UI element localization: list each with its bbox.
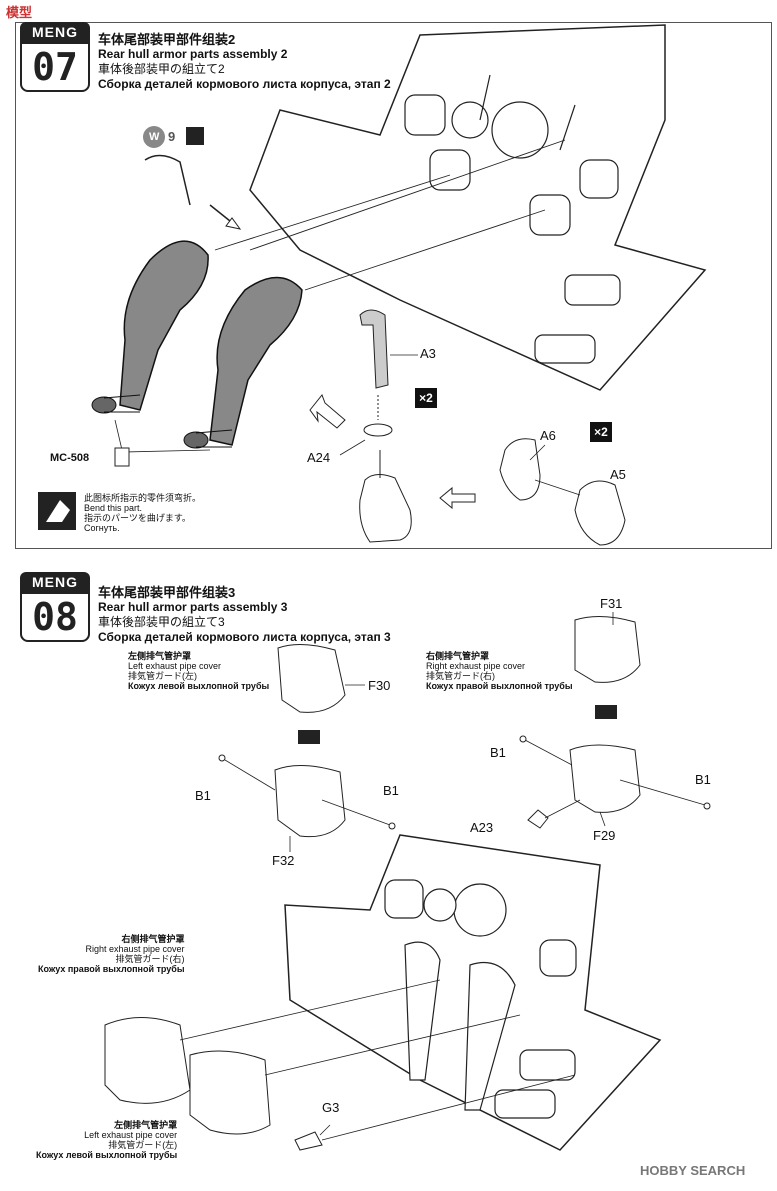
hull-hinge [429, 149, 471, 191]
wire-id: W [149, 131, 160, 143]
swap-icon-right [595, 705, 617, 719]
label-f31: F31 [600, 596, 623, 611]
label-a6: A6 [540, 428, 556, 443]
label-f32: F32 [272, 853, 295, 868]
caption-en: Right exhaust pipe cover [426, 661, 526, 671]
label-a23: A23 [470, 820, 494, 835]
caption-ru: Кожух правой выхлопной трубы [426, 681, 573, 691]
part-a24 [363, 423, 393, 437]
part-f31 [574, 616, 641, 683]
hull-hinge [404, 94, 446, 136]
caption-zh: 左侧排气管护罩 [128, 651, 192, 661]
meng-logo: MENG [20, 572, 90, 592]
caption-en: Left exhaust pipe cover [128, 661, 222, 671]
title-zh: 车体尾部装甲部件组装3 [98, 585, 236, 600]
step-number: 07 [20, 42, 90, 92]
caption-right-cover-bottom: 右侧排气管护罩 Right exhaust pipe cover 排気管ガード(… [38, 934, 185, 974]
bend-en: Bend this part. [84, 503, 143, 513]
title-en: Rear hull armor parts assembly 3 [98, 600, 288, 614]
qty-badge-a6: ×2 [590, 422, 612, 442]
pipe-end [183, 431, 209, 449]
exhaust-pipe-left [119, 240, 209, 411]
caption-ja: 排気管ガード(右) [426, 671, 495, 681]
arrow-up-left [309, 394, 346, 429]
part-a5 [574, 480, 626, 546]
title-en: Rear hull armor parts assembly 2 [98, 47, 288, 61]
part-g3 [294, 1131, 323, 1151]
hull-rod [479, 74, 491, 121]
bend-ja: 指示のパーツを曲げます。 [84, 513, 191, 523]
hull-bracket [564, 274, 621, 306]
hull-hatch [491, 101, 549, 159]
bend-legend: 此图标所指示的零件须弯折。 Bend this part. 指示のパーツを曲げま… [84, 493, 201, 533]
caption-zh: 右侧排气管护罩 [426, 651, 490, 661]
label-a5: A5 [610, 467, 626, 482]
left-exhaust-cover [189, 1050, 271, 1135]
caption-ja: 排気管ガード(左) [128, 671, 197, 681]
caption-ru: Кожух левой выхлопной трубы [36, 1150, 178, 1160]
bend-ru: Согнуть. [84, 523, 120, 533]
hull-hinge [579, 159, 619, 199]
caption-ru: Кожух левой выхлопной трубы [128, 681, 270, 691]
watermark-bottom: HOBBY SEARCH [640, 1163, 746, 1178]
label-b1-left: B1 [195, 788, 211, 803]
label-a3: A3 [420, 346, 436, 361]
label-f30: F30 [368, 678, 391, 693]
label-a24: A24 [307, 450, 331, 465]
hull-hatch [451, 101, 489, 139]
label-b1-mid: B1 [383, 783, 399, 798]
part-a3 [359, 309, 389, 389]
part-f30 [277, 644, 346, 713]
label-b1-right-top: B1 [490, 745, 506, 760]
pipe-end [91, 396, 117, 414]
caption-right-cover-top: 右侧排气管护罩 Right exhaust pipe cover 排気管ガード(… [426, 651, 573, 691]
label-mc508: MC-508 [50, 452, 90, 464]
part-a6 [499, 438, 541, 501]
exhaust-pipe-right [209, 276, 303, 446]
label-b1-right: B1 [695, 772, 711, 787]
bent-wire [144, 154, 191, 206]
part-f32 [274, 764, 346, 838]
bend-icon-box [186, 127, 204, 145]
title-ru: Сборка деталей кормового листа корпуса, … [98, 77, 391, 91]
qty-badge-a3: ×2 [415, 388, 437, 408]
step-07-title: 车体尾部装甲部件组装2 Rear hull armor parts assemb… [98, 32, 391, 92]
step-08-title: 车体尾部装甲部件组装3 Rear hull armor parts assemb… [98, 585, 391, 645]
part-f29 [569, 744, 641, 813]
step-number: 08 [20, 592, 90, 642]
caption-ja: 排気管ガード(左) [108, 1140, 178, 1150]
caption-zh: 左侧排气管护罩 [114, 1120, 178, 1130]
watermark-top: 模型 [6, 5, 33, 20]
caption-en: Left exhaust pipe cover [84, 1130, 178, 1140]
right-exhaust-cover [104, 1017, 191, 1104]
bend-zh: 此图标所指示的零件须弯折。 [84, 493, 202, 503]
meng-logo: MENG [20, 22, 90, 42]
tool-icon [114, 447, 130, 467]
caption-en: Right exhaust pipe cover [85, 944, 185, 954]
hull-rod [559, 104, 576, 151]
part-block [359, 474, 412, 543]
wire-circle [143, 126, 165, 148]
caption-ja: 排気管ガード(右) [115, 954, 185, 964]
step-08-badge: MENG 08 [20, 572, 90, 642]
caption-zh: 右侧排气管护罩 [121, 934, 185, 944]
arrow-left [439, 486, 476, 510]
caption-ru: Кожух правой выхлопной трубы [38, 964, 185, 974]
hull-bracket [534, 334, 596, 364]
step-07-badge: MENG 07 [20, 22, 90, 92]
swap-icon-left [298, 730, 320, 744]
part-a23 [527, 809, 549, 829]
title-ja: 車体後部装甲の組立て3 [98, 615, 225, 629]
label-g3: G3 [322, 1100, 340, 1115]
wire-count: 9 [168, 129, 176, 144]
caption-left-cover-bottom: 左侧排气管护罩 Left exhaust pipe cover 排気管ガード(左… [36, 1120, 177, 1160]
caption-left-cover-top: 左侧排气管护罩 Left exhaust pipe cover 排気管ガード(左… [128, 651, 269, 691]
label-f29: F29 [593, 828, 616, 843]
title-zh: 车体尾部装甲部件组装2 [98, 32, 236, 47]
title-ja: 車体後部装甲の組立て2 [98, 62, 225, 76]
title-ru: Сборка деталей кормового листа корпуса, … [98, 630, 391, 644]
